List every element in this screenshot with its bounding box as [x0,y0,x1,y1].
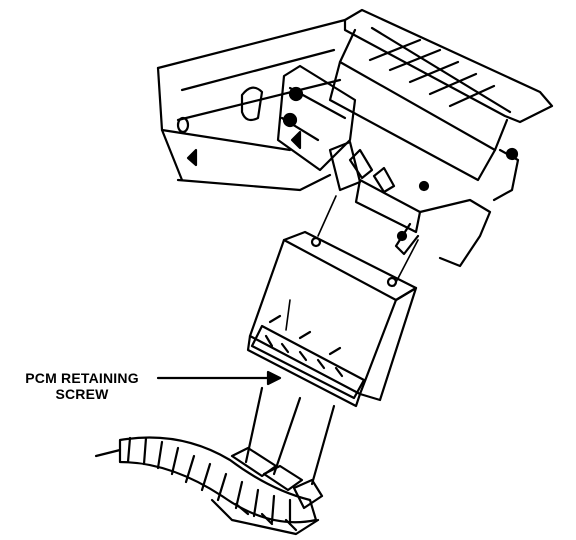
harness-connectors [230,386,336,510]
callout-leader [156,370,282,386]
callout-line-1: PCM RETAINING [25,370,139,386]
body-panel [156,18,347,192]
pcm-module [246,230,418,408]
mounting-bracket [276,8,554,268]
pcm-retaining-screw-label: PCM RETAINING SCREW [2,370,162,402]
callout-line-2: SCREW [55,386,109,402]
wiring-harness [94,436,320,536]
